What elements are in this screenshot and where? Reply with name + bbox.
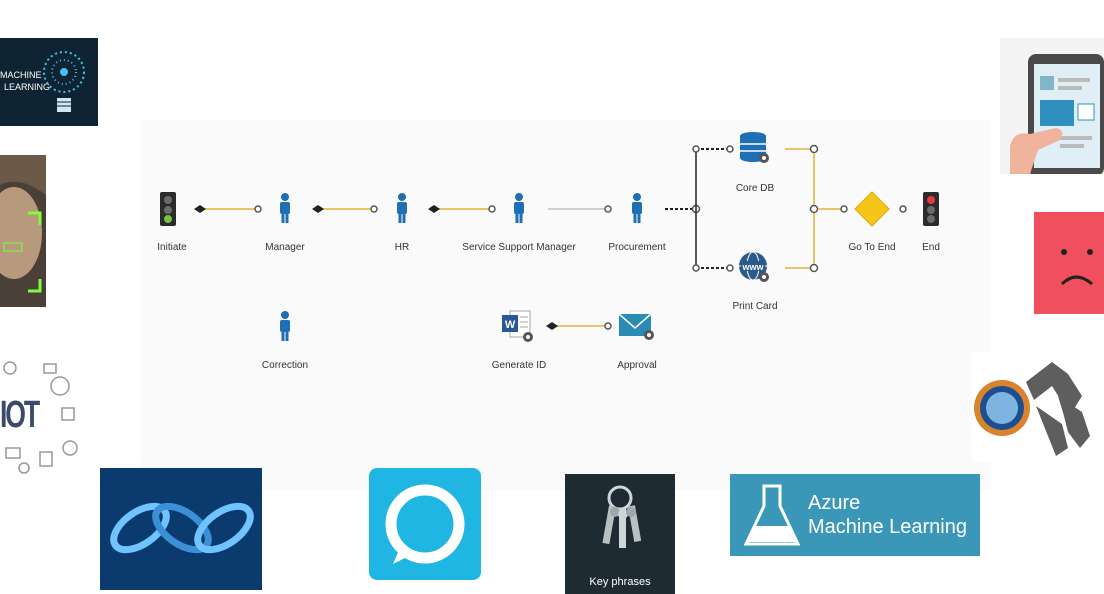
correction-person-icon[interactable] <box>280 311 290 341</box>
workflow-canvas <box>140 120 990 490</box>
connector-hr-ssm <box>428 205 496 213</box>
procurement-person-icon[interactable] <box>632 193 642 223</box>
connector-ssm-procurement <box>548 205 612 213</box>
node-label-initiate: Initiate <box>157 242 187 253</box>
decision-diamond-icon[interactable] <box>854 191 890 227</box>
hr-person-icon[interactable] <box>397 193 407 223</box>
traffic-light-green-icon[interactable] <box>160 192 176 226</box>
node-label-manager: Manager <box>265 242 305 253</box>
connector-approval-generateid <box>546 322 612 330</box>
mobile-profile-image <box>1000 38 1104 174</box>
node-label-end: End <box>922 242 940 253</box>
keys-icon <box>602 485 642 548</box>
alexa-ring-icon <box>385 484 465 564</box>
robot-arm-brain-image <box>972 352 1104 462</box>
face-scan-icon <box>0 155 46 307</box>
iot-tile: IOT <box>0 348 82 480</box>
lightbulb-icon <box>43 51 85 112</box>
node-label-core-db: Core DB <box>735 183 775 194</box>
node-label-approval: Approval <box>617 360 657 371</box>
word-document-gear-icon[interactable]: W <box>502 310 533 342</box>
connector-merge-gotoend <box>785 144 848 273</box>
azure-line1: Azure <box>808 492 861 514</box>
node-label-go-to-end: Go To End <box>848 242 896 253</box>
database-gear-icon[interactable] <box>740 132 769 163</box>
web-gear-icon[interactable]: www <box>739 251 769 282</box>
machine-learning-line1: MACHINE <box>0 70 42 80</box>
phone-profile-icon <box>1010 54 1104 174</box>
traffic-light-red-icon[interactable] <box>923 192 939 226</box>
sad-face-icon <box>1060 249 1093 286</box>
alexa-tile <box>369 468 481 580</box>
robot-gear-brain-icon <box>974 362 1090 456</box>
key-phrases-label: Key phrases <box>589 576 651 588</box>
svg-text:W: W <box>505 319 516 331</box>
machine-learning-tile: MACHINE LEARNING <box>0 38 98 126</box>
manager-person-icon[interactable] <box>280 193 290 223</box>
azure-line2: Machine Learning <box>808 516 967 538</box>
connector-manager-hr <box>312 205 378 213</box>
connector-procurement-split <box>665 145 734 272</box>
node-label-print-card: Print Card <box>732 301 778 312</box>
ssm-person-icon[interactable] <box>514 193 524 223</box>
svg-text:www: www <box>741 262 764 272</box>
blockchain-image <box>100 468 262 590</box>
flask-icon <box>744 484 800 546</box>
chain-links-icon <box>100 468 262 590</box>
mail-gear-icon[interactable] <box>618 313 654 340</box>
node-label-correction: Correction <box>261 360 309 371</box>
iot-cloud-icon <box>3 361 78 474</box>
node-label-procurement: Procurement <box>608 242 666 253</box>
node-label-service-support-manager: Service Support Manager <box>462 242 576 253</box>
key-phrases-tile: Key phrases <box>565 474 675 594</box>
iot-label: IOT <box>0 394 40 436</box>
node-label-generate-id: Generate ID <box>491 360 547 371</box>
machine-learning-line2: LEARNING <box>4 82 51 92</box>
node-label-hr: HR <box>394 242 410 253</box>
sad-face-note <box>1034 212 1104 314</box>
face-recognition-image <box>0 155 46 307</box>
azure-ml-tile: Azure Machine Learning <box>730 474 980 556</box>
connector-initiate-manager <box>194 205 262 213</box>
connector-gotoend-end <box>899 205 907 213</box>
